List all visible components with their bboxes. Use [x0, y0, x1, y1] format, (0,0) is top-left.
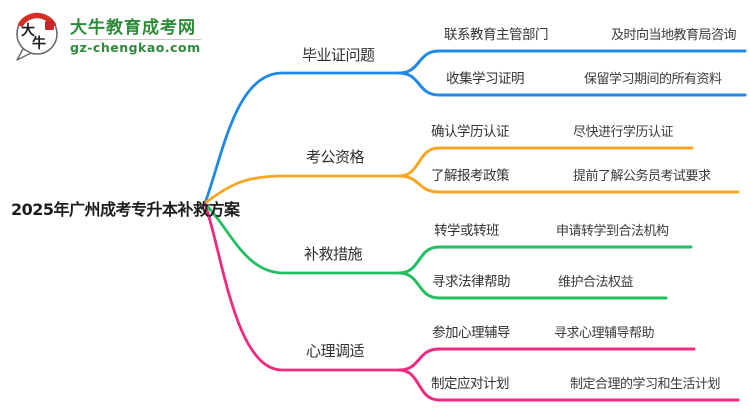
- logo-site-url: gz-chengkao.com: [70, 39, 201, 55]
- branch-1-label: 毕业证问题: [302, 46, 375, 64]
- branch-2-subtopic-2-label: 了解报考政策: [431, 168, 510, 184]
- branch-4-subtopic-1-label: 参加心理辅导: [432, 325, 511, 341]
- branch-2-subtopic-1-label: 确认学历认证: [431, 124, 510, 140]
- branch-3-subtopic-2-label: 寻求法律帮助: [432, 274, 511, 290]
- branch-4-fork-upper-line: [397, 347, 696, 372]
- root-topic: 2025年广州成考专升本补救方案: [11, 200, 240, 219]
- branch-2-fork-lower-line: [397, 174, 740, 194]
- branch-2-leaf-2-label: 提前了解公务员考试要求: [573, 169, 711, 184]
- branch-1-trunk-line: [203, 71, 401, 205]
- logo-divider: [70, 38, 201, 40]
- branch-3-label: 补救措施: [304, 245, 363, 263]
- logo-char-da: 大: [21, 22, 35, 39]
- branch-1-fork-lower-line: [397, 71, 747, 97]
- branch-2-trunk-line: [203, 174, 401, 205]
- branch-4-fork-lower-line: [397, 368, 740, 402]
- branch-4-subtopic-2-label: 制定应对计划: [431, 376, 510, 392]
- branch-3-trunk-line: [203, 202, 401, 275]
- logo-bubble-icon: 大 牛: [16, 12, 58, 61]
- branch-4-label: 心理调适: [306, 342, 365, 360]
- branch-2-leaf-1-label: 尽快进行学历认证: [573, 125, 674, 140]
- branch-3-leaf-2-label: 维护合法权益: [558, 275, 634, 290]
- branch-3-leaf-1-label: 申请转学到合法机构: [556, 224, 669, 239]
- branch-4-leaf-1-label: 寻求心理辅导帮助: [554, 326, 655, 341]
- branch-1-subtopic-2-label: 收集学习证明: [446, 71, 525, 87]
- site-logo: 大 牛 大牛教育成考网 gz-chengkao.com: [12, 10, 201, 62]
- branch-2-label: 考公资格: [306, 148, 365, 166]
- logo-text-block: 大牛教育成考网 gz-chengkao.com: [70, 18, 201, 55]
- branch-1-leaf-2-label: 保留学习期间的所有资料: [584, 72, 722, 87]
- branch-1-leaf-1-label: 及时向当地教育局咨询: [611, 28, 737, 43]
- branch-3-fork-upper-line: [397, 245, 693, 275]
- branch-4-leaf-2-label: 制定合理的学习和生活计划: [570, 377, 721, 392]
- branch-3-fork-lower-line: [397, 271, 668, 300]
- logo-char-niu: 牛: [32, 35, 46, 52]
- branch-4-trunk-line: [203, 202, 401, 372]
- branch-3-subtopic-1-label: 转学或转班: [434, 223, 500, 239]
- logo-site-name: 大牛教育成考网: [70, 17, 196, 38]
- branch-1-subtopic-1-label: 联系教育主管部门: [444, 27, 549, 43]
